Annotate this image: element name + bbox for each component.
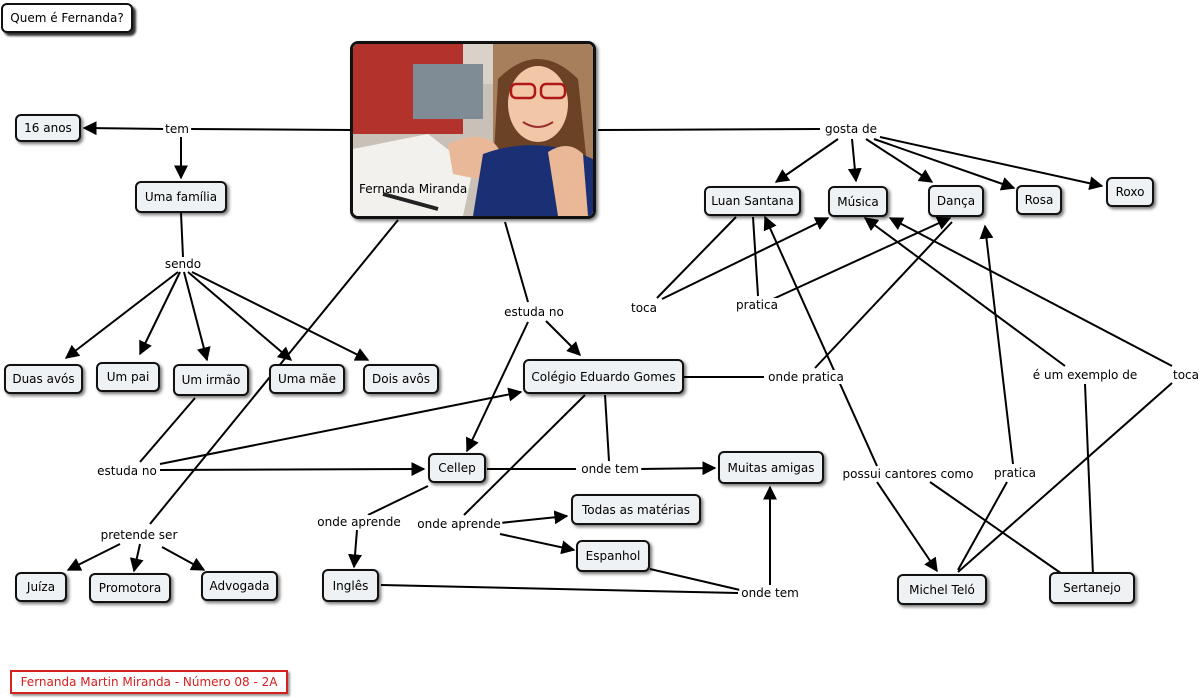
link-label-pretende-ser: pretende ser xyxy=(98,528,180,542)
node-danca[interactable]: Dança xyxy=(928,185,984,217)
node-roxo[interactable]: Roxo xyxy=(1106,177,1154,207)
link-label-toca: toca xyxy=(629,301,659,315)
node-uma-mae[interactable]: Uma mãe xyxy=(269,364,345,394)
link-label-onde-aprende: onde aprende xyxy=(315,515,403,529)
node-16-anos[interactable]: 16 anos xyxy=(15,114,81,142)
link-label-estuda-no-2: estuda no xyxy=(502,305,566,319)
link-label-onde-tem-2: onde tem xyxy=(739,586,801,600)
node-uma-familia[interactable]: Uma família xyxy=(135,181,227,213)
profile-photo: Fernanda Miranda xyxy=(350,41,596,219)
link-label-onde-tem: onde tem xyxy=(579,462,641,476)
node-musica[interactable]: Música xyxy=(828,186,888,217)
node-cellep[interactable]: Cellep xyxy=(428,453,486,483)
node-advogada[interactable]: Advogada xyxy=(201,571,278,601)
node-dois-avos[interactable]: Dois avôs xyxy=(363,364,439,394)
photo-caption: Fernanda Miranda xyxy=(359,182,468,196)
node-todas-as-materias[interactable]: Todas as matérias xyxy=(571,494,701,525)
map-title: Quem é Fernanda? xyxy=(1,3,133,33)
node-rosa[interactable]: Rosa xyxy=(1016,185,1062,215)
node-michel-telo[interactable]: Michel Teló xyxy=(897,574,987,605)
link-label-pratica-2: pratica xyxy=(992,466,1038,480)
link-label-onde-aprende-2: onde aprende xyxy=(415,517,503,531)
node-espanhol[interactable]: Espanhol xyxy=(576,540,650,572)
node-duas-avos[interactable]: Duas avós xyxy=(4,364,83,394)
node-um-irmao[interactable]: Um irmão xyxy=(173,364,249,396)
node-ingles[interactable]: Inglês xyxy=(322,569,379,602)
node-muitas-amigas[interactable]: Muitas amigas xyxy=(718,451,824,484)
link-label-exemplo-de: é um exemplo de xyxy=(1030,368,1140,382)
link-label-toca-2: toca xyxy=(1171,368,1201,382)
link-label-sendo: sendo xyxy=(162,257,204,271)
link-label-pratica: pratica xyxy=(734,298,780,312)
node-colegio-eduardo-gomes[interactable]: Colégio Eduardo Gomes xyxy=(523,359,684,394)
node-sertanejo[interactable]: Sertanejo xyxy=(1049,572,1135,604)
link-label-tem: tem xyxy=(163,122,191,136)
author-footer: Fernanda Martin Miranda - Número 08 - 2A xyxy=(10,670,288,694)
node-promotora[interactable]: Promotora xyxy=(89,573,171,603)
node-juiza[interactable]: Juíza xyxy=(15,572,67,602)
node-luan-santana[interactable]: Luan Santana xyxy=(704,186,801,216)
link-label-estuda-no: estuda no xyxy=(95,464,159,478)
link-label-onde-pratica: onde pratica xyxy=(766,370,846,384)
link-label-gosta-de: gosta de xyxy=(822,122,880,136)
photo-illustration xyxy=(353,44,593,216)
node-um-pai[interactable]: Um pai xyxy=(96,362,160,392)
link-label-possui-cantores: possui cantores como xyxy=(840,467,976,481)
